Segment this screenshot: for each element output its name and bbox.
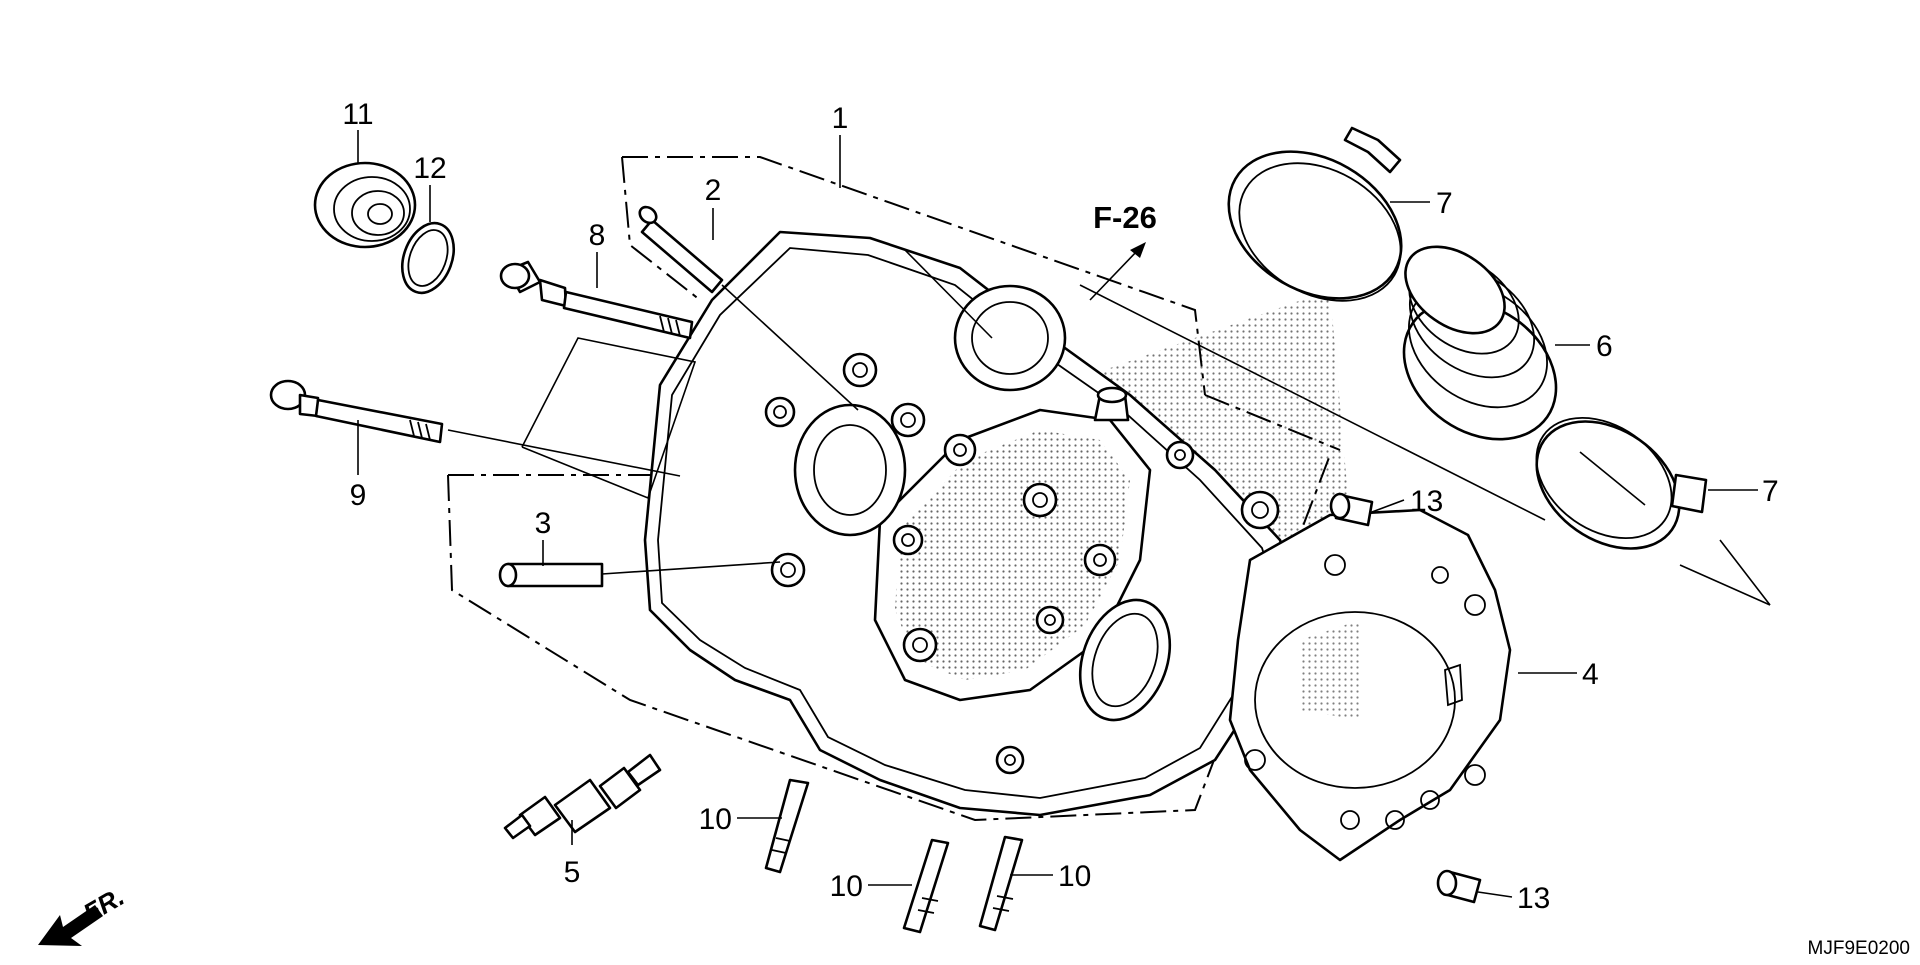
callout-5: 5 (564, 856, 581, 889)
front-direction-indicator: FR. (38, 881, 129, 946)
callout-4: 4 (1582, 658, 1599, 691)
head-gasket (1228, 508, 1512, 862)
dowel-pins-13 (1329, 492, 1482, 904)
o-ring (401, 221, 455, 295)
callout-13-upper: 13 (1410, 485, 1443, 518)
hose-clamp-upper (1227, 126, 1403, 302)
callout-1: 1 (832, 102, 849, 135)
reference-label: F-26 (1093, 200, 1157, 235)
diagram-code: MJF9E0200 (1808, 938, 1910, 959)
callout-6: 6 (1596, 330, 1613, 363)
flange-bolt-short (499, 260, 694, 340)
callout-7-upper: 7 (1436, 187, 1453, 220)
callout-10-right: 10 (1058, 860, 1091, 893)
callout-7-lower: 7 (1762, 475, 1779, 508)
callout-10-bottom: 10 (830, 870, 863, 903)
front-arrow-icon (38, 905, 103, 946)
dowel-pin-upper (638, 205, 859, 411)
hose-clamp-lower (1535, 416, 1708, 550)
callout-12: 12 (413, 152, 446, 185)
callout-labels: 1 2 3 4 5 6 7 7 8 9 10 10 10 11 12 13 13 (342, 98, 1778, 915)
callout-10-left: 10 (699, 803, 732, 836)
flange-bolt-long (269, 379, 444, 444)
intake-boot (1402, 245, 1558, 441)
callout-8: 8 (589, 219, 606, 252)
callout-11: 11 (342, 98, 373, 131)
callout-13-lower: 13 (1517, 882, 1550, 915)
leader-lines (357, 130, 1758, 898)
spark-plug (503, 753, 662, 840)
boot-guide-lines (904, 249, 1771, 606)
callout-3: 3 (535, 507, 552, 540)
tappet-hole-cap (313, 161, 417, 249)
bolt-guide-lines (447, 337, 697, 500)
callout-2: 2 (705, 174, 722, 207)
callout-9: 9 (350, 479, 367, 512)
dowel-pin-lower (498, 561, 781, 588)
stud-bolts (764, 778, 1024, 934)
